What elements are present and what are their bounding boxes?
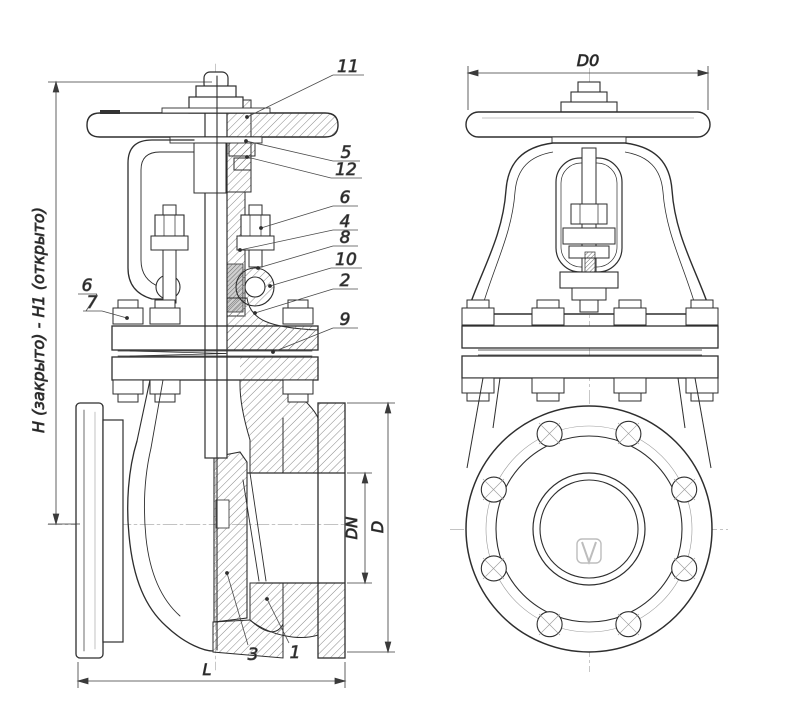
callout-parts-6-7-left: 6 7 (78, 276, 129, 320)
svg-text:6: 6 (82, 276, 93, 296)
gland-bolts (150, 204, 275, 304)
front-section-view (47, 63, 353, 671)
part-callouts: 11 5 12 6 4 8 10 (78, 57, 364, 665)
callout-part-12: 12 (245, 155, 362, 180)
side-bonnet-bolts (461, 299, 719, 402)
section-hatching (212, 99, 345, 659)
side-bonnet-flange (461, 325, 719, 379)
dimension-H-label: H (закрыто) - H1 (открыто) (29, 207, 48, 433)
dimension-L: L (76, 660, 347, 688)
callout-part-2: 2 (253, 271, 358, 315)
svg-text:10: 10 (335, 250, 357, 270)
dimension-DN-label: DN (343, 517, 361, 540)
svg-text:3: 3 (248, 645, 259, 665)
side-stem-top (560, 81, 618, 113)
callout-part-1: 1 (265, 597, 301, 663)
svg-text:11: 11 (337, 57, 359, 77)
bonnet-bolts (112, 299, 314, 403)
yoke-side (468, 142, 710, 315)
manufacturer-logo (576, 538, 602, 566)
side-view (450, 68, 728, 672)
valve-body-front (75, 379, 346, 659)
handwheel-side (465, 111, 711, 144)
svg-text:6: 6 (340, 188, 351, 208)
callout-part-10: 10 (268, 250, 362, 288)
callout-part-11: 11 (245, 57, 364, 119)
svg-text:9: 9 (340, 310, 351, 330)
end-flange-circle (465, 405, 713, 653)
dimensions: H (закрыто) - H1 (открыто) DN D (29, 51, 710, 688)
seat-ring (249, 472, 267, 582)
svg-text:5: 5 (341, 143, 352, 163)
dimension-DN: DN (343, 471, 372, 585)
callout-part-4: 4 (238, 212, 358, 252)
svg-text:7: 7 (87, 293, 98, 313)
svg-text:12: 12 (335, 160, 357, 180)
callout-part-8: 8 (256, 228, 358, 270)
svg-text:8: 8 (340, 228, 351, 248)
dimension-D: D (347, 401, 395, 654)
svg-text:1: 1 (290, 643, 301, 663)
svg-text:4: 4 (340, 212, 351, 232)
right-pipe-flange (317, 402, 346, 659)
dimension-L-label: L (203, 660, 212, 679)
svg-text:2: 2 (340, 271, 351, 291)
side-neck (466, 377, 712, 469)
dimension-D0-label: D0 (577, 51, 600, 70)
bore-circle (532, 472, 646, 586)
bolt-hole-crosshairs (482, 422, 696, 636)
callout-part-6-right: 6 (259, 188, 358, 230)
dimension-D0: D0 (466, 51, 710, 110)
wedge-section (213, 451, 248, 623)
bonnet-flange (111, 325, 319, 381)
left-pipe-flange (75, 402, 104, 659)
dimension-H: H (закрыто) - H1 (открыто) (29, 80, 212, 526)
callout-part-5: 5 (244, 139, 360, 163)
callout-part-3: 3 (225, 571, 259, 665)
dimension-D-label: D (368, 521, 387, 533)
callout-part-9: 9 (271, 310, 358, 354)
